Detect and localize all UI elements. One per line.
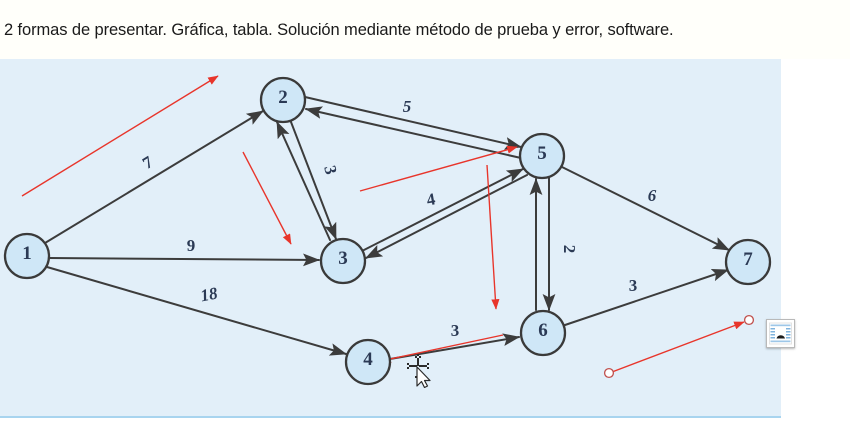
- edge-1-2: [44, 110, 264, 244]
- edge-2-3: [290, 121, 337, 240]
- edge-5-7: [561, 166, 730, 251]
- move-cursor: [407, 354, 431, 388]
- edge-1-3: [48, 253, 320, 267]
- slide-title-text: 2 formas de presentar. Gráfica, tabla. S…: [4, 21, 674, 39]
- edge-1-4: [46, 266, 347, 356]
- node-1[interactable]: [3, 232, 51, 280]
- edge-2-5: [304, 96, 522, 150]
- edge-5-3: [365, 174, 528, 259]
- edge-3-5: [361, 168, 524, 252]
- node-6[interactable]: [519, 309, 567, 357]
- edge-5-2: [305, 106, 522, 159]
- slide-title-bar: 2 formas de presentar. Gráfica, tabla. S…: [0, 0, 850, 59]
- node-3[interactable]: [319, 237, 367, 285]
- selection-handle-start[interactable]: [603, 367, 615, 379]
- slide-canvas[interactable]: 1 2 3 4 5 6 7 7 9 18 5 3 4 2 6 3 3: [0, 59, 781, 418]
- node-7[interactable]: [724, 238, 772, 286]
- node-5[interactable]: [518, 132, 566, 180]
- annotation-arrow-to-node3: [242, 151, 292, 245]
- node-2[interactable]: [259, 76, 307, 124]
- selection-handle-end[interactable]: [743, 314, 755, 326]
- annotation-arrow-to-node5: [359, 145, 518, 192]
- selected-annotation-arrow[interactable]: [603, 314, 755, 379]
- edge-3-2: [276, 121, 331, 241]
- edge-4-6: [389, 333, 520, 360]
- graph-diagram: [3, 75, 772, 386]
- node-4[interactable]: [344, 338, 392, 386]
- edge-6-7: [564, 269, 729, 326]
- text-wrapping-icon: [769, 322, 792, 345]
- annotation-arrow-left: [380, 334, 504, 363]
- selected-arrow-line[interactable]: [611, 321, 745, 373]
- annotation-arrow-upleft: [21, 75, 219, 197]
- layout-options-button[interactable]: [766, 319, 795, 348]
- annotation-arrow-down: [486, 164, 500, 310]
- graph-nodes: [3, 76, 772, 386]
